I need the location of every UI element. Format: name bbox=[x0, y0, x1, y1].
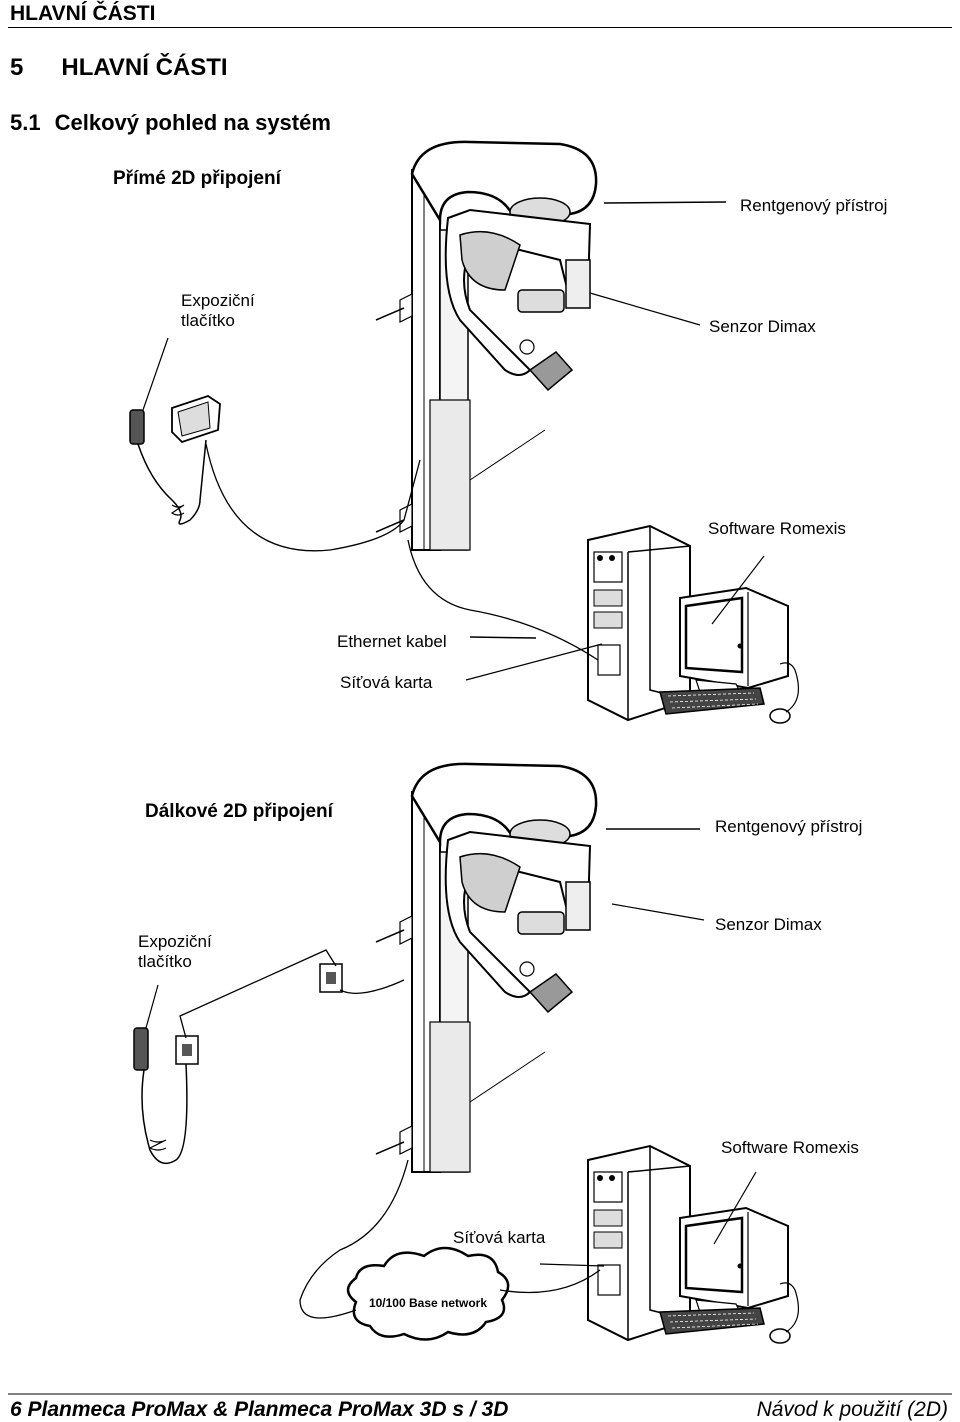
network-card-label-2: Síťová karta bbox=[453, 1228, 546, 1247]
chapter-number: 5 bbox=[10, 54, 24, 81]
chapter-title: HLAVNÍ ČÁSTI bbox=[61, 54, 228, 81]
cable-xray-network bbox=[299, 1159, 409, 1319]
exposure-handset-bottom bbox=[133, 949, 405, 1165]
leader-netcard-top bbox=[465, 643, 603, 681]
section-title: Celkový pohled na systém bbox=[54, 110, 331, 135]
direct-connection-title: Přímé 2D připojení bbox=[113, 168, 281, 189]
software-label: Software Romexis bbox=[708, 519, 846, 538]
section-number: 5.1 bbox=[10, 110, 41, 135]
leader-sensor-bottom bbox=[611, 903, 705, 921]
xray-unit-drawing-top bbox=[374, 140, 598, 552]
remote-connection-title: Dálkové 2D připojení bbox=[145, 801, 333, 822]
section-heading: 5.1 Celkový pohled na systém bbox=[10, 110, 331, 136]
software-label-2: Software Romexis bbox=[721, 1138, 859, 1157]
page-header: HLAVNÍ ČÁSTI bbox=[10, 2, 156, 25]
leader-sensor-top bbox=[589, 292, 701, 326]
cable-network-pc bbox=[499, 1269, 601, 1294]
network-label: 10/100 Base network bbox=[369, 1296, 487, 1310]
sensor-label-2: Senzor Dimax bbox=[715, 915, 822, 934]
computer-drawing-top bbox=[586, 524, 800, 725]
footer-right: Návod k použití (2D) bbox=[756, 1398, 948, 1421]
leader-exposure-bottom bbox=[145, 984, 159, 1029]
leader-exposure-top bbox=[142, 337, 169, 411]
chapter-heading: 5 HLAVNÍ ČÁSTI bbox=[10, 54, 228, 82]
exposure-handset-top bbox=[129, 395, 421, 552]
leader-ethernet-top bbox=[469, 636, 537, 639]
xray-unit-drawing-bottom bbox=[374, 762, 598, 1174]
xray-unit-label: Rentgenový přístroj bbox=[740, 196, 888, 215]
exposure-button-label-2: Expoziční tlačítko bbox=[138, 932, 212, 971]
network-cloud: 10/100 Base network bbox=[346, 1246, 510, 1341]
network-card-label: Síťová karta bbox=[340, 673, 433, 692]
sensor-label: Senzor Dimax bbox=[709, 317, 816, 336]
exposure-button-label: Expoziční tlačítko bbox=[181, 291, 255, 330]
leader-software-top bbox=[711, 555, 765, 625]
ethernet-cable-top bbox=[407, 539, 599, 661]
leader-xray-top bbox=[603, 201, 727, 204]
ethernet-cable-label: Ethernet kabel bbox=[337, 632, 447, 651]
footer-left: 6 Planmeca ProMax & Planmeca ProMax 3D s… bbox=[10, 1398, 509, 1421]
computer-drawing-bottom bbox=[586, 1144, 800, 1345]
header-rule bbox=[8, 27, 952, 28]
leader-netcard-bottom bbox=[539, 1263, 605, 1267]
leader-software-bottom bbox=[713, 1171, 757, 1245]
xray-unit-label-2: Rentgenový přístroj bbox=[715, 817, 863, 836]
